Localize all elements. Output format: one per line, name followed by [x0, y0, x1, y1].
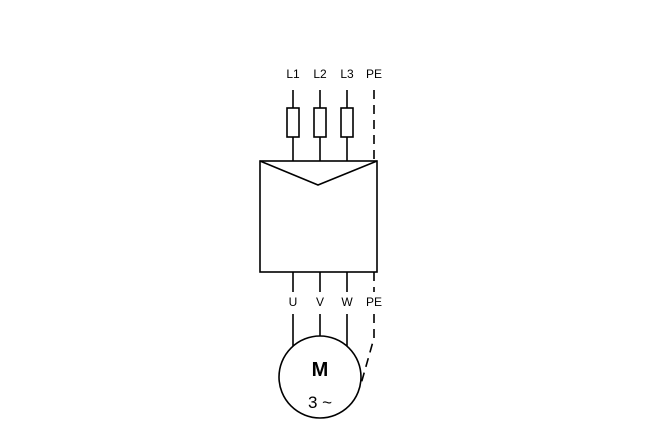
motor-symbol: M	[312, 359, 329, 381]
motor-phase-label: 3 ~	[308, 393, 332, 412]
label-l1: L1	[286, 67, 300, 81]
pe-wire-motor	[360, 314, 375, 385]
label-pe-supply: PE	[366, 67, 382, 81]
label-w: W	[341, 295, 353, 309]
label-u: U	[289, 295, 298, 309]
converter-chevron	[259, 160, 378, 186]
fuse-l3	[340, 107, 354, 138]
motor-circle	[278, 335, 362, 419]
label-l3: L3	[340, 67, 354, 81]
fuse-l1	[286, 107, 300, 138]
label-v: V	[316, 295, 324, 309]
label-l2: L2	[313, 67, 327, 81]
fuse-l2	[313, 107, 327, 138]
converter-box	[259, 160, 378, 273]
label-pe-output: PE	[366, 295, 382, 309]
